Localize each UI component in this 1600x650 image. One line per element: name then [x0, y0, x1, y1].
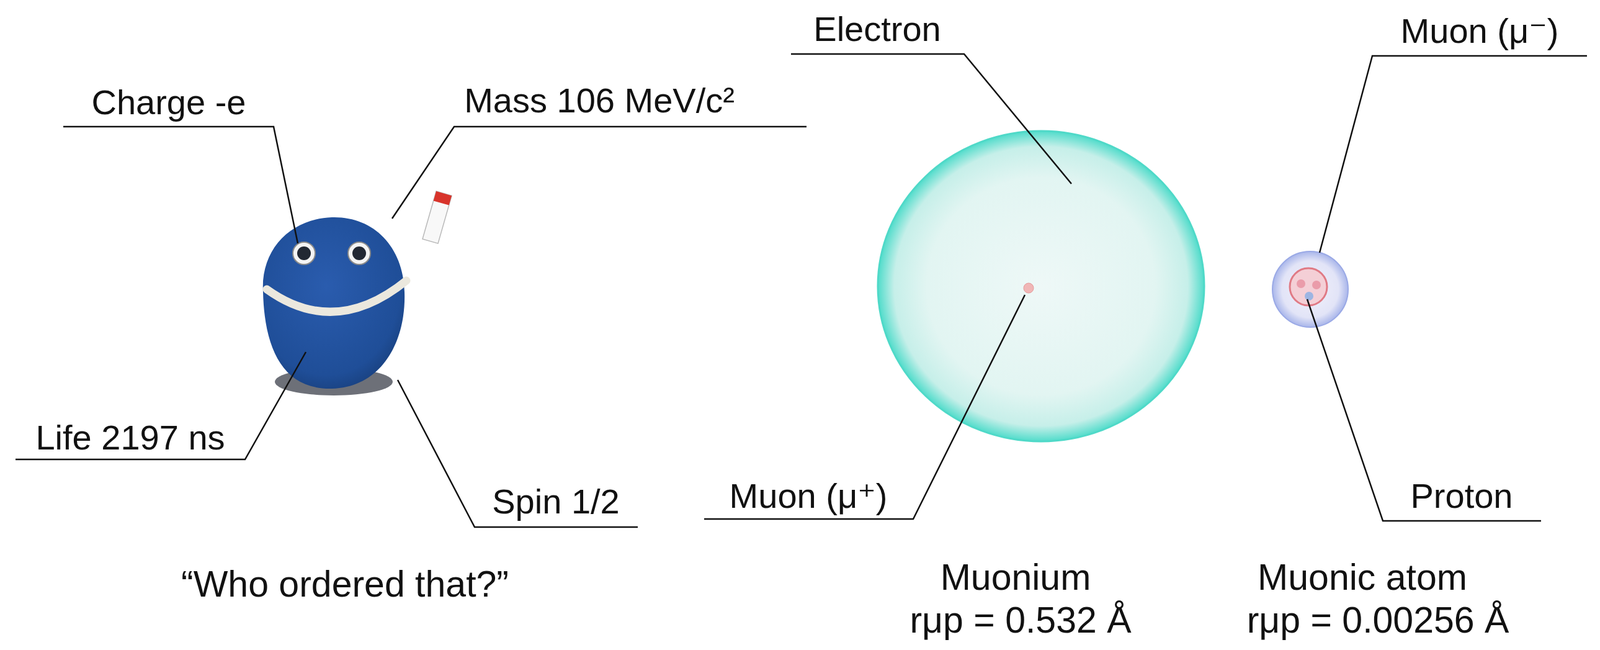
plush-smile	[266, 280, 407, 312]
electron-cloud	[877, 130, 1205, 442]
tag-stripe	[433, 191, 452, 206]
property-label: Life 2197 ns	[35, 420, 225, 455]
part-label: Muon (μ⁻)	[1400, 13, 1560, 49]
plush-pupil	[352, 246, 367, 260]
tag-paper	[422, 191, 452, 244]
proton-circle	[1289, 268, 1328, 306]
leader-line	[1319, 55, 1587, 253]
quark-dot	[1296, 279, 1306, 288]
part-label: Proton	[1410, 478, 1514, 514]
atom-name: Muonic atom	[1257, 558, 1468, 596]
property-label: Mass 106 MeV/c²	[464, 83, 735, 118]
muon-dot	[1023, 282, 1034, 293]
plush-eye	[292, 241, 316, 265]
quark-dot	[1304, 291, 1314, 301]
leader-line	[397, 379, 638, 527]
leader-line	[704, 294, 1025, 519]
leader-line	[63, 126, 298, 244]
part-label: Electron	[813, 11, 941, 47]
plush-pupil	[297, 246, 311, 260]
plush-tag	[422, 191, 452, 244]
quark-dot	[1312, 280, 1321, 290]
leader-line	[1307, 299, 1542, 521]
atom-name: Muonium	[940, 558, 1092, 596]
leader-line	[392, 126, 807, 219]
property-label: Charge -e	[91, 84, 246, 120]
property-label: Spin 1/2	[491, 483, 620, 519]
leader-line	[791, 53, 1072, 184]
part-label: Muon (μ⁺)	[729, 478, 888, 514]
leader-lines	[15, 53, 1587, 527]
muon-orbital	[1272, 251, 1349, 327]
radius-value: rμp = 0.00256 Å	[1246, 601, 1510, 639]
leader-line	[15, 351, 306, 460]
quote-label: “Who ordered that?”	[181, 565, 509, 603]
radius-value: rμp = 0.532 Å	[909, 601, 1131, 639]
plush-eye	[348, 241, 371, 265]
